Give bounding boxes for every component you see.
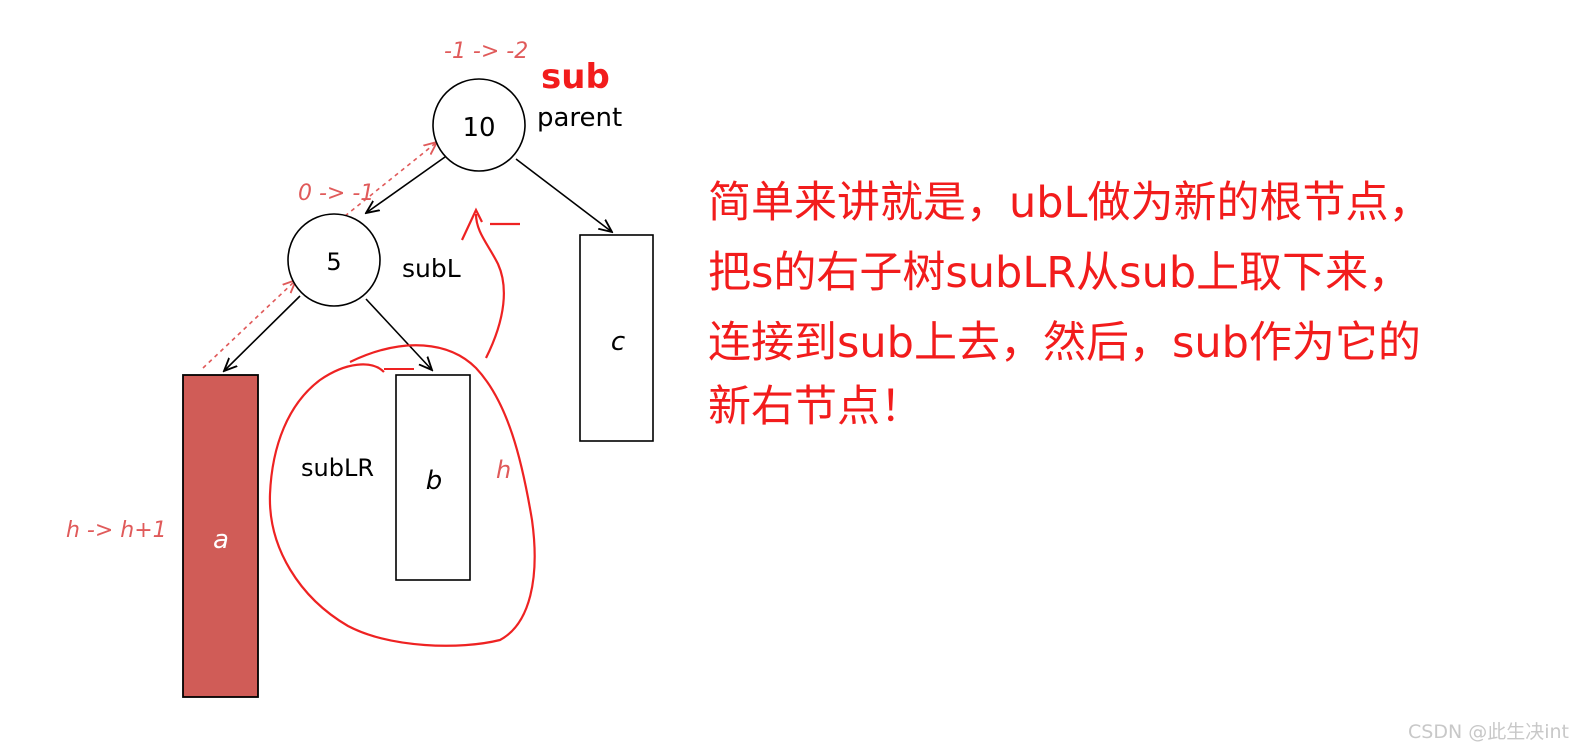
subtree-b: [395, 374, 471, 581]
subtree-c: [579, 234, 654, 442]
subtree-c-name: c: [611, 327, 625, 357]
subLR-highlight-loop: [268, 344, 536, 647]
height-arrow-left-to-root: [344, 142, 437, 217]
root-node-value: 10: [462, 113, 495, 143]
left-node-circle: [287, 213, 381, 307]
edge-root-to-left: [366, 156, 446, 213]
root-node-label: parent: [537, 103, 622, 133]
edge-left-to-b: [365, 298, 432, 370]
edge-root-to-c: [515, 158, 612, 232]
subtree-a: [182, 374, 259, 698]
subtree-b-label: subLR: [301, 454, 374, 482]
left-balance-factor: 0 -> -1: [298, 181, 374, 206]
note-line-4: 新右节点！: [708, 382, 923, 432]
subtree-a-height: h -> h+1: [66, 518, 167, 543]
watermark: CSDN @此生决int: [1408, 721, 1569, 743]
move-subLR-arrow: [474, 213, 505, 359]
subtree-b-height: h: [496, 456, 511, 484]
move-subLR-arrowhead: [461, 207, 483, 241]
note-line-2: 把s的右子树subLR从sub上取下来，: [708, 248, 1412, 298]
left-node-label: subL: [402, 254, 461, 283]
root-node-circle: [432, 78, 526, 172]
subtree-b-name: b: [426, 466, 443, 496]
note-line-1: 简单来讲就是，ubL做为新的根节点，: [708, 178, 1432, 228]
note-line-3: 连接到sub上去，然后，sub作为它的: [708, 318, 1421, 368]
root-balance-factor: -1 -> -2: [444, 39, 528, 64]
subtree-a-name: a: [213, 525, 229, 555]
root-node-tag: sub: [541, 57, 610, 97]
left-node-value: 5: [326, 248, 341, 276]
edge-left-to-a: [224, 295, 301, 371]
height-arrow-a-to-left: [202, 280, 296, 369]
